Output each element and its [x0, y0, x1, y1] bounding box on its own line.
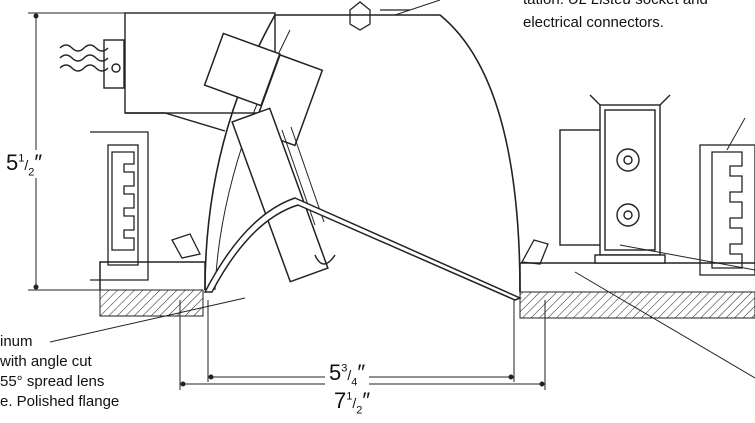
callout-bottom-left-line4: e. Polished flange	[0, 393, 120, 410]
housing	[204, 14, 521, 293]
transformer	[559, 94, 671, 264]
clip-left	[171, 233, 201, 259]
clip-right	[520, 239, 549, 265]
frame-left	[99, 261, 206, 290]
callout-bottom-left-line1: inum	[0, 333, 33, 350]
callout-italic: UL Listed	[568, 0, 631, 8]
callout-bottom-left-line3: 55° spread lens	[0, 373, 105, 390]
callout-top-right: tation. UL Listed socket and	[523, 0, 708, 9]
height-dimension-label: 51/2″	[2, 150, 47, 179]
outer-width-label: 71/2″	[330, 388, 375, 417]
ceiling-right	[519, 291, 755, 319]
callout-bottom-left-line2: with angle cut	[0, 353, 92, 370]
bracket-right	[699, 144, 755, 276]
bracket-left	[90, 131, 149, 281]
leader-lines	[49, 0, 755, 379]
angled-lens	[203, 197, 522, 301]
callout-suffix: socket and	[631, 0, 708, 8]
lamp-socket	[203, 32, 336, 283]
ceiling-left	[99, 289, 204, 317]
callout-top-right-line2: electrical connectors.	[523, 14, 664, 31]
callout-prefix: tation.	[523, 0, 568, 8]
inner-width-label: 53/4″	[325, 360, 370, 389]
junction-box	[59, 12, 276, 132]
conduit-clamp	[349, 1, 410, 31]
